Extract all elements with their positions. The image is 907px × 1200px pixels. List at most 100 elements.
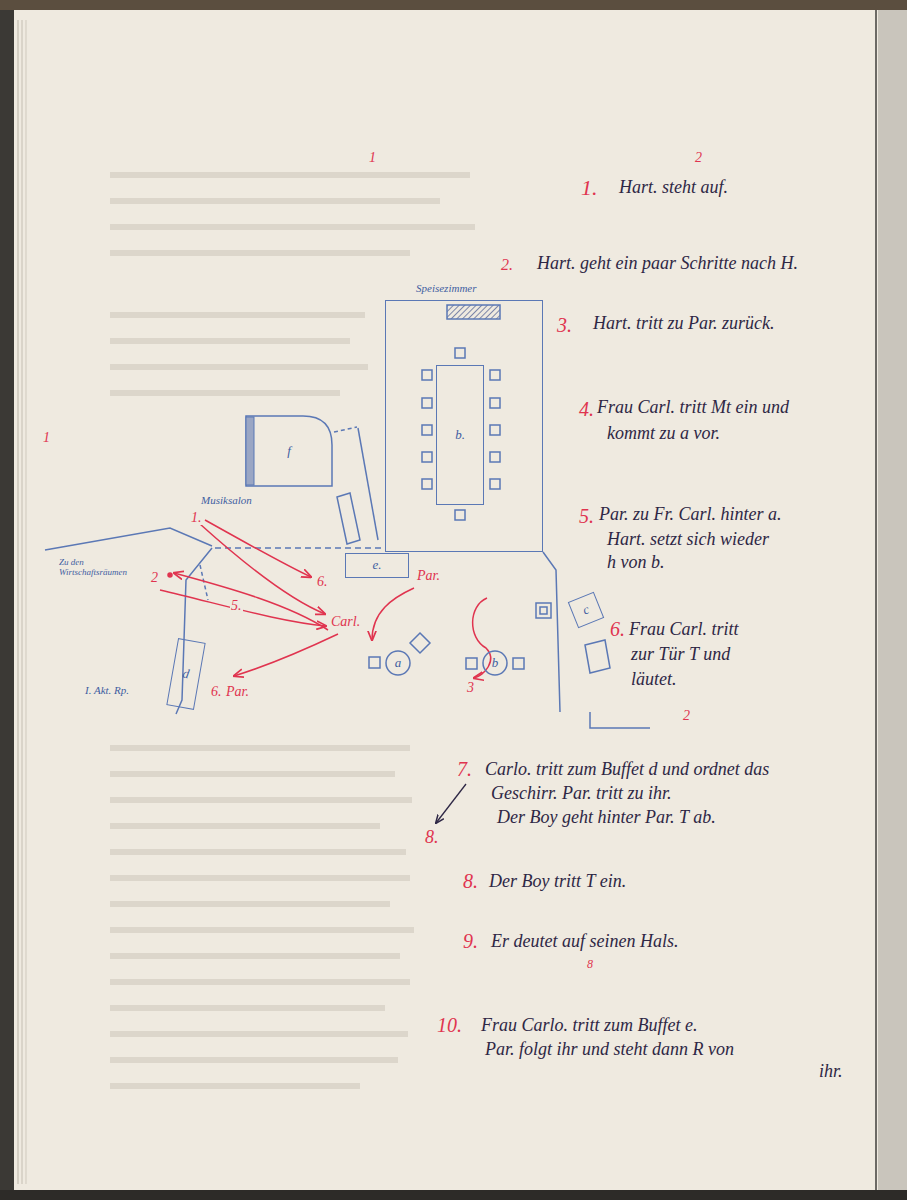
position-marker: 6.: [316, 574, 329, 589]
cue-number: 1.: [580, 176, 599, 200]
book-frame: [22, 20, 23, 1184]
stage-direction: Par. zu Fr. Carl. hinter a.: [598, 505, 783, 525]
furniture-letter: f: [287, 444, 291, 458]
dining-table: b.: [436, 365, 484, 505]
stage-plan: [410, 633, 430, 653]
margin-mark: 1: [42, 430, 51, 445]
cabinet: d: [166, 638, 205, 710]
furniture-letter: b: [492, 656, 499, 670]
margin-mark: 2: [682, 708, 691, 723]
table-outline: [483, 651, 507, 675]
faded-typescript: [110, 250, 410, 256]
furniture-letter: a: [395, 656, 402, 670]
movement-arrows: [473, 598, 491, 678]
faded-typescript: [110, 312, 365, 318]
stage-direction: Hart. setzt sich wieder: [606, 530, 770, 550]
furniture-letter: d: [182, 666, 191, 681]
faded-typescript: [110, 901, 390, 907]
renumber-arrow: [436, 784, 466, 823]
cue-number: 6.: [609, 618, 626, 640]
stage-direction: Der Boy tritt T ein.: [488, 872, 627, 892]
round-table: a: [385, 650, 411, 676]
furniture-letter: b.: [455, 428, 465, 442]
faded-typescript: [110, 1057, 398, 1063]
faded-typescript: [110, 823, 380, 829]
faded-typescript: [110, 1083, 360, 1089]
faded-typescript: [110, 745, 410, 751]
faded-typescript: [110, 771, 395, 777]
stage-direction: läutet.: [630, 670, 678, 690]
stage-direction: Frau Carl. tritt: [628, 620, 740, 640]
renumber-arrow: [436, 784, 466, 823]
stage-plan: [422, 452, 432, 462]
stage-plan: [490, 479, 500, 489]
stage-direction: Geschirr. Par. tritt zu ihr.: [490, 784, 673, 804]
cue-number: 4.: [578, 398, 595, 420]
faded-typescript: [110, 875, 410, 881]
stage-direction: Hart. geht ein paar Schritte nach H.: [536, 254, 799, 274]
faded-typescript: [110, 953, 400, 959]
faded-typescript: [110, 390, 340, 396]
stage-plan: [490, 398, 500, 408]
movement-arrows: [168, 573, 172, 577]
movement-arrows: [234, 634, 338, 676]
cue-number: 9.: [462, 930, 479, 952]
side-table: c: [568, 592, 604, 628]
faded-typescript: [110, 364, 368, 370]
stage-plan: [490, 425, 500, 435]
faded-typescript: [110, 1005, 385, 1011]
faded-typescript: [110, 927, 414, 933]
movement-arrows: [205, 520, 311, 577]
margin-mark: 8: [586, 958, 594, 971]
position-marker: Par.: [416, 568, 441, 583]
cue-number: 8.: [424, 828, 440, 848]
stage-direction: h von b.: [606, 553, 666, 573]
cue-number: 5.: [578, 505, 595, 527]
stage-direction: Hart. tritt zu Par. zurück.: [592, 314, 776, 334]
position-marker: 1.: [190, 510, 203, 525]
cue-number: 8.: [462, 870, 479, 892]
faded-typescript: [110, 1031, 408, 1037]
stage-plan: [447, 305, 500, 319]
stage-plan: [466, 658, 477, 669]
book-frame: [878, 10, 907, 1192]
stage-direction: Frau Carlo. tritt zum Buffet e.: [480, 1016, 699, 1036]
position-marker: Carl.: [330, 614, 361, 629]
faded-typescript: [110, 979, 410, 985]
movement-arrows: [372, 588, 414, 640]
piano-keyboard: [246, 417, 254, 485]
faded-typescript: [110, 198, 440, 204]
book-frame: [14, 10, 878, 1190]
stage-plan: [585, 640, 610, 673]
stage-direction: Der Boy geht hinter Par. T ab.: [496, 808, 717, 828]
movement-arrows: [200, 524, 325, 614]
act-label: I. Akt. Rp.: [84, 684, 130, 696]
margin-mark: 2: [694, 150, 703, 165]
book-frame: [0, 0, 907, 10]
cue-number: 2.: [500, 256, 514, 274]
piano-outline: [246, 416, 332, 486]
movement-arrows: [160, 590, 326, 626]
stage-plan: [45, 528, 212, 550]
stage-plan: [536, 603, 551, 618]
stage-direction: Carlo. tritt zum Buffet d und ordnet das: [484, 760, 770, 780]
stage-plan: [543, 552, 560, 712]
faded-typescript: [110, 849, 406, 855]
room-title: Speisezimmer: [416, 282, 477, 294]
book-frame: [0, 1190, 907, 1200]
room-label: Zu den Wirtschaftsräumen: [58, 558, 142, 578]
faded-typescript: [110, 224, 475, 230]
position-marker: 2: [150, 570, 159, 585]
stage-plan: [334, 427, 357, 432]
book-frame: [26, 20, 27, 1184]
movement-arrows: [174, 573, 328, 630]
faded-typescript: [110, 172, 475, 1089]
cue-number: 3.: [556, 314, 573, 336]
stage-plan: [358, 428, 378, 540]
faded-typescript: [110, 172, 470, 178]
grand-piano: f: [245, 415, 333, 487]
stage-plan: [422, 425, 432, 435]
book-frame: [18, 20, 19, 1184]
cue-number: 10.: [436, 1014, 463, 1036]
